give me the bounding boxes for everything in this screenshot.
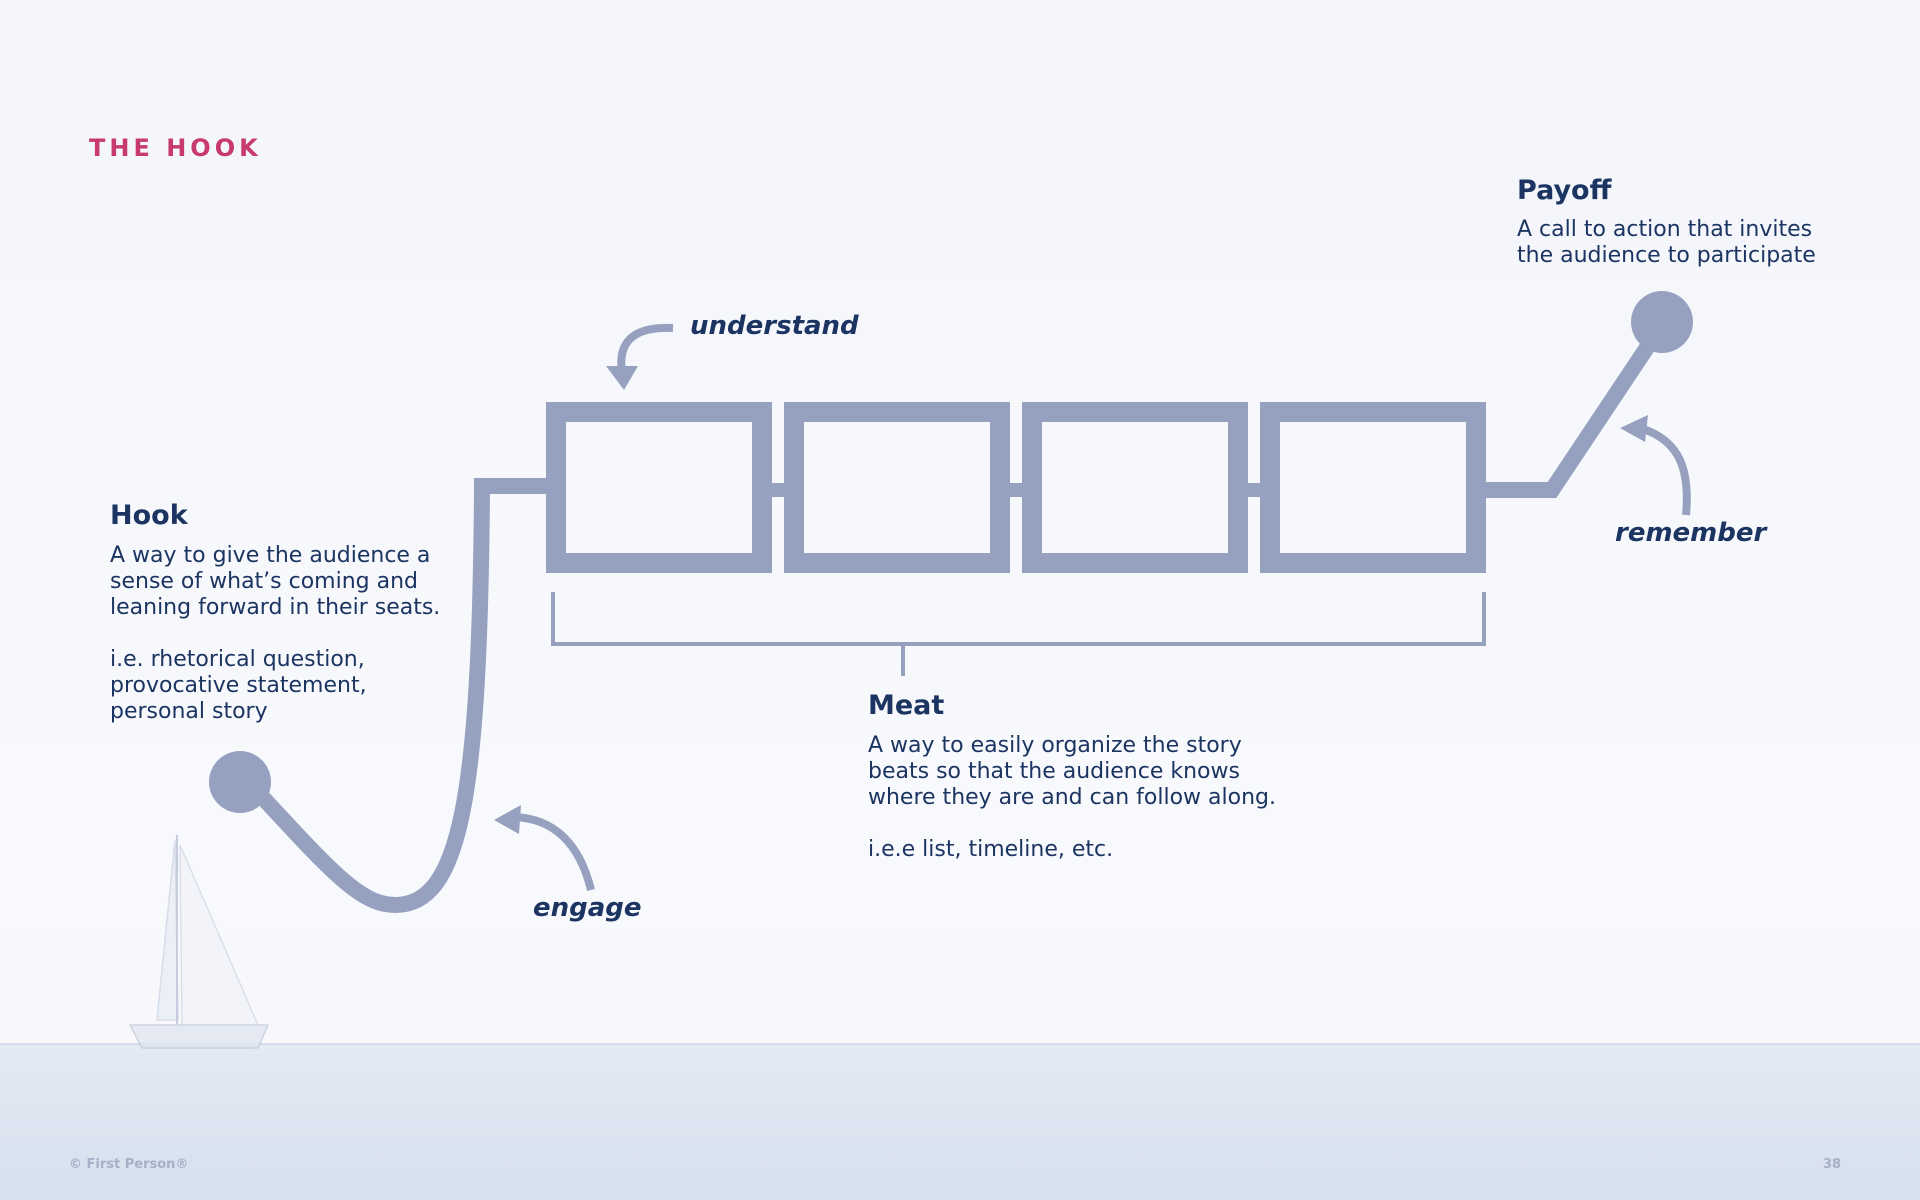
payoff-line — [1484, 320, 1669, 498]
meat-bracket — [551, 592, 1486, 646]
payoff-end-dot — [1631, 291, 1693, 353]
hook-title: Hook — [110, 500, 188, 531]
sea-background — [0, 1043, 1920, 1200]
story-beat-box-2 — [784, 402, 1010, 573]
story-beat-box-3 — [1022, 402, 1248, 573]
sailboat-illustration — [128, 835, 270, 1049]
horizon-line — [0, 1043, 1920, 1045]
hook-description: A way to give the audience a sense of wh… — [110, 543, 441, 724]
understand-arrow-head — [606, 366, 638, 390]
story-beat-box-1 — [546, 402, 772, 573]
remember-label: remember — [1615, 518, 1767, 548]
story-beat-box-4 — [1260, 402, 1486, 573]
remember-arrow-shaft — [1638, 424, 1691, 516]
payoff-description: A call to action that invites the audien… — [1517, 217, 1816, 268]
page-number: 38 — [1823, 1157, 1842, 1172]
understand-label: understand — [690, 311, 859, 341]
engage-arrow-shaft — [512, 813, 595, 891]
meat-title: Meat — [868, 690, 945, 721]
payoff-title: Payoff — [1517, 175, 1612, 206]
hook-curve — [247, 478, 550, 914]
section-label: THE HOOK — [89, 134, 262, 162]
footer-copyright: © First Person® — [69, 1157, 189, 1172]
remember-arrow-head — [1620, 415, 1648, 442]
engage-label: engage — [533, 893, 642, 923]
understand-arrow-shaft — [617, 323, 674, 373]
hook-start-dot — [209, 751, 271, 813]
engage-arrow-head — [494, 805, 521, 834]
meat-description: A way to easily organize the story beats… — [868, 733, 1276, 862]
